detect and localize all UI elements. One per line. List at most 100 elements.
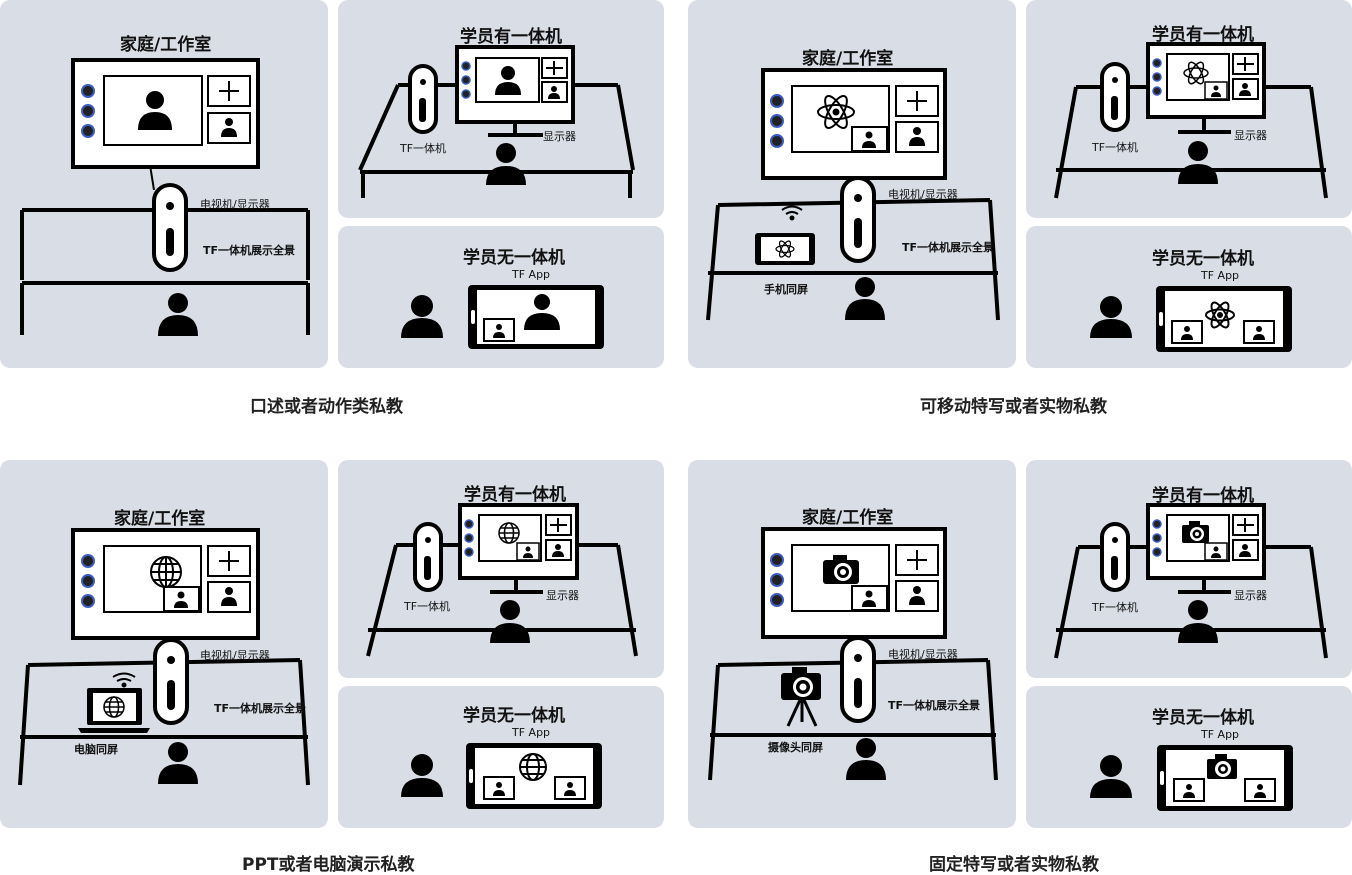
student-with-device-panel: 学员有一体机: [1026, 0, 1352, 218]
student-with-title: 学员有一体机: [1152, 486, 1254, 506]
phone-icon: [466, 743, 602, 809]
sync-label: 摄像头同屏: [768, 741, 823, 754]
tv-icon: [761, 68, 947, 180]
tv-label: 电视机/显示器: [200, 649, 270, 662]
camera-icon: [823, 555, 859, 584]
person-icon: [401, 754, 443, 797]
student-without-title: 学员无一体机: [463, 248, 565, 268]
monitor-icon: [1146, 42, 1266, 134]
person-icon: [1178, 141, 1218, 184]
student-with-scene: [366, 503, 638, 657]
wifi-icon: [781, 205, 803, 221]
scenario-caption: 固定特写或者实物私教: [929, 855, 1099, 875]
person-icon: [845, 277, 885, 320]
student-without-scene: [1090, 286, 1292, 352]
tf-device-icon: [153, 638, 189, 725]
tf-label: TF一体机: [1092, 141, 1139, 154]
monitor-icon: [1146, 503, 1266, 594]
student-with-scene: [1054, 503, 1328, 659]
student-without-title: 学员无一体机: [1152, 708, 1254, 728]
tf-device-icon: [840, 636, 876, 723]
tf-label: TF一体机展示全景: [214, 702, 307, 715]
app-label: TF App: [1201, 728, 1240, 741]
student-with-title: 学员有一体机: [464, 485, 566, 505]
student-without-scene: [1090, 745, 1293, 811]
student-without-device-panel: 学员无一体机 TF App: [338, 686, 664, 828]
student-with-title: 学员有一体机: [460, 27, 562, 47]
tv-icon: [71, 528, 260, 640]
tf-label: TF一体机展示全景: [902, 241, 995, 254]
person-icon: [158, 293, 198, 336]
sync-label: 电脑同屏: [74, 743, 118, 756]
tv-icon: [761, 527, 947, 639]
phone-icon: [468, 285, 604, 349]
person-icon: [846, 738, 886, 780]
person-icon: [158, 742, 198, 784]
phone-icon: [755, 233, 815, 265]
phone-icon: [1156, 286, 1292, 352]
globe-icon: [150, 556, 182, 588]
home-scene: [18, 528, 310, 786]
person-icon: [1090, 296, 1132, 338]
home-scene: [708, 527, 998, 781]
home-panel: 家庭/工作室: [688, 460, 1016, 828]
student-without-title: 学员无一体机: [1152, 249, 1254, 269]
monitor-label: 显示器: [543, 130, 576, 143]
tf-device-icon: [152, 183, 188, 272]
phone-icon: [1157, 745, 1293, 811]
tf-label: TF一体机展示全景: [203, 244, 296, 257]
atom-icon: [1183, 61, 1209, 85]
tv-label: 电视机/显示器: [888, 648, 958, 661]
camera-icon: [1182, 521, 1209, 543]
wifi-icon: [112, 672, 136, 688]
home-title: 家庭/工作室: [802, 49, 894, 69]
student-with-title: 学员有一体机: [1152, 25, 1254, 45]
tf-label: TF一体机: [404, 600, 451, 613]
person-icon: [524, 294, 560, 330]
monitor-icon: [455, 45, 575, 137]
student-with-scene: [1054, 42, 1328, 199]
person-icon: [138, 91, 172, 130]
tv-label: 电视机/显示器: [200, 198, 270, 211]
monitor-label: 显示器: [1234, 589, 1267, 602]
tf-label: TF一体机: [1092, 601, 1139, 614]
person-icon: [495, 66, 521, 95]
student-without-device-panel: 学员无一体机 TF App: [1026, 226, 1352, 368]
home-title: 家庭/工作室: [120, 35, 212, 55]
person-icon: [401, 295, 443, 338]
student-with-scene: [358, 45, 635, 198]
globe-icon: [498, 522, 520, 544]
app-label: TF App: [1201, 269, 1240, 282]
monitor-label: 显示器: [1234, 129, 1267, 142]
globe-icon: [519, 753, 547, 781]
student-without-title: 学员无一体机: [463, 706, 565, 726]
home-panel: 家庭/工作室: [688, 0, 1016, 368]
student-without-device-panel: 学员无一体机 TF App: [338, 226, 664, 368]
scenario-caption: 可移动特写或者实物私教: [920, 397, 1107, 417]
student-without-scene: [401, 285, 604, 349]
app-label: TF App: [512, 726, 551, 739]
monitor-icon: [458, 503, 579, 594]
tf-label: TF一体机: [400, 142, 447, 155]
person-icon: [1178, 600, 1218, 643]
tf-device-icon: [840, 176, 876, 263]
home-panel: 家庭/工作室: [0, 0, 328, 368]
app-label: TF App: [512, 268, 551, 281]
atom-icon: [1205, 301, 1235, 329]
scenario-caption: PPT或者电脑演示私教: [242, 855, 415, 875]
monitor-label: 显示器: [546, 589, 579, 602]
home-panel: 家庭/工作室: [0, 460, 328, 828]
home-scene: [706, 68, 1000, 321]
home-title: 家庭/工作室: [802, 508, 894, 528]
student-with-device-panel: 学员有一体机 TF一体机 显示器: [338, 0, 664, 218]
student-with-device-panel: 学员有一体机: [338, 460, 664, 678]
atom-icon: [817, 95, 855, 129]
scenario-caption: 口述或者动作类私教: [250, 397, 403, 417]
person-icon: [1090, 755, 1132, 798]
tv-icon: [71, 58, 260, 169]
laptop-icon: [78, 688, 150, 733]
student-with-device-panel: 学员有一体机: [1026, 460, 1352, 678]
sync-label: 手机同屏: [764, 283, 808, 296]
person-icon: [490, 600, 530, 643]
tripod-camera-icon: [781, 667, 821, 727]
